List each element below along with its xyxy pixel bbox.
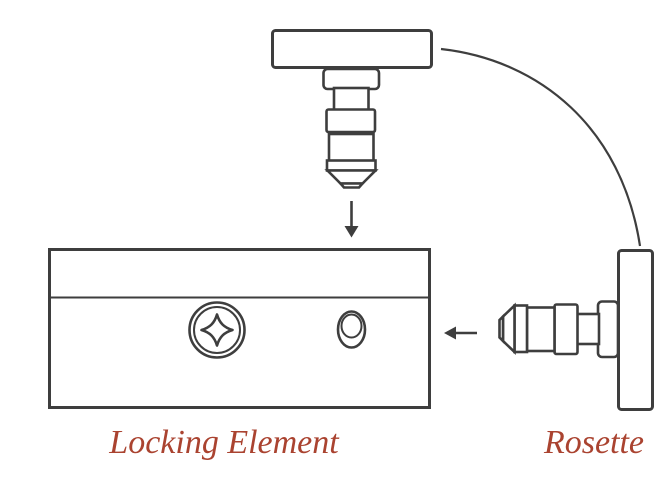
- phillips-screw-icon: [188, 301, 246, 359]
- top-plate: [271, 29, 433, 69]
- rosette-plate: [617, 249, 654, 411]
- pin-cylinder-top: [327, 132, 375, 163]
- pin-band-top: [325, 159, 377, 172]
- locking-element-body: [48, 248, 431, 409]
- pin-flange-top: [322, 67, 381, 91]
- pin-cylinder-side: [525, 306, 556, 353]
- rosette-pin: [498, 300, 620, 359]
- pin-tip-end-side: [498, 313, 505, 345]
- left-arrow-icon: [444, 326, 477, 340]
- pin-tip-top: [324, 169, 379, 185]
- locking-pin-top: [322, 67, 381, 189]
- pin-block-top: [325, 108, 377, 134]
- pin-neck-side: [575, 312, 601, 346]
- pin-block-side: [553, 303, 579, 356]
- pin-flange-side: [596, 300, 620, 359]
- pin-tip-side: [501, 302, 516, 356]
- pin-tip-end-top: [337, 182, 366, 189]
- down-arrow-icon: [344, 201, 359, 238]
- curved-connector-line: [440, 47, 642, 247]
- locking-element-label: Locking Element: [109, 424, 339, 461]
- pin-neck-top: [332, 86, 370, 112]
- oval-hole-icon: [336, 310, 367, 349]
- pin-band-side: [513, 304, 529, 354]
- rosette-label: Rosette: [543, 424, 645, 461]
